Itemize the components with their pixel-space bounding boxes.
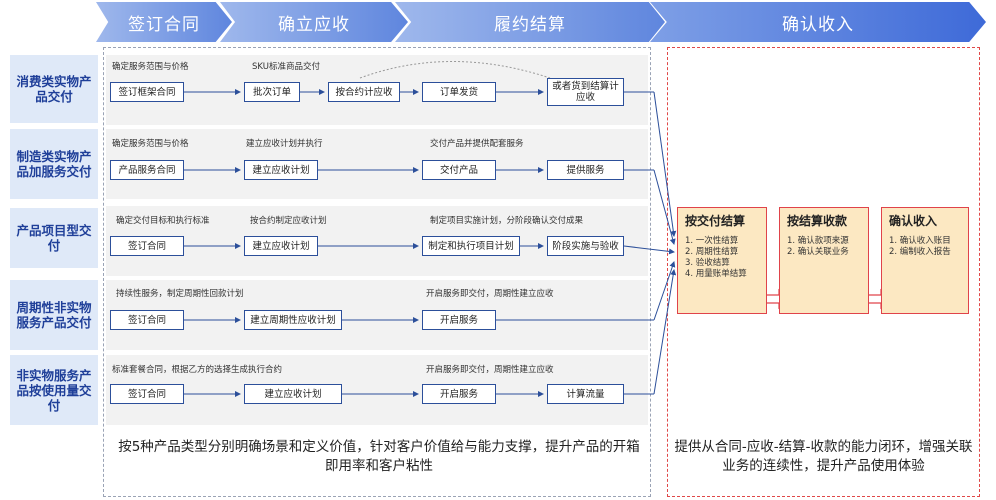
stage-revenue-item: 1. 确认收入账目 <box>889 236 951 246</box>
row1-note-1: 确定服务范围与价格 <box>112 62 189 72</box>
stage-collect-title: 按结算收款 <box>787 214 848 228</box>
row2-box-deliver-product: 交付产品 <box>422 160 496 180</box>
stage-collect-item: 1. 确认款项来源 <box>787 236 849 246</box>
row1-note-2: SKU标准商品交付 <box>252 62 320 72</box>
phase-chevron-receivable: 确立应收 <box>220 2 408 42</box>
left-caption: 按5种产品类型分别明确场景和定义价值，针对客户价值给与能力支撑，提升产品的开箱即… <box>118 439 640 474</box>
row5-note-2: 开启服务即交付，周期性建立应收 <box>426 365 554 375</box>
stage-settle-by-delivery: 按交付结算 1. 一次性结算 2. 周期性结算 3. 验收结算 4. 用量账单结… <box>677 207 767 314</box>
row5-note-1: 标准套餐合同，根据乙方的选择生成执行合约 <box>112 365 283 375</box>
stage-settle-title: 按交付结算 <box>685 214 746 228</box>
row4-note-2: 开启服务即交付，周期性建立应收 <box>426 289 554 299</box>
row-label-manufacturing-service: 制造类实物产品加服务交付 <box>10 129 98 199</box>
stage-settle-item: 2. 周期性结算 <box>685 247 739 257</box>
row-label-project: 产品项目型交付 <box>10 208 98 268</box>
right-caption: 提供从合同-应收-结算-收款的能力闭环，增强关联业务的连续性，提升产品使用体验 <box>674 439 973 474</box>
stage-revenue-item: 2. 编制收入报告 <box>889 247 951 257</box>
stage-recognize-revenue: 确认收入 1. 确认收入账目 2. 编制收入报告 <box>881 207 969 314</box>
row-band-4 <box>106 280 648 350</box>
row2-note-3: 交付产品并提供配套服务 <box>430 139 524 149</box>
row4-box-start-service: 开启服务 <box>422 310 496 330</box>
row1-box-delivery-settlement: 或者货到结算计应收 <box>547 78 624 106</box>
row5-box-receivable-plan: 建立应收计划 <box>244 384 342 404</box>
row1-box-contract-receivable: 按合约计应收 <box>328 82 400 102</box>
row3-box-phase-acceptance: 阶段实施与验收 <box>547 236 624 256</box>
row-label-usage-service: 非实物服务产品按使用量交付 <box>10 355 98 425</box>
row3-box-project-plan: 制定和执行项目计划 <box>422 236 520 256</box>
row5-box-contract: 签订合同 <box>110 384 184 404</box>
product-type-region <box>103 47 651 497</box>
stage-settle-item: 1. 一次性结算 <box>685 236 739 246</box>
row1-box-framework-contract: 签订框架合同 <box>110 82 184 102</box>
phase-chevron-revenue: 确认收入 <box>650 2 986 42</box>
row2-box-provide-service: 提供服务 <box>547 160 624 180</box>
stage-collect-by-settlement: 按结算收款 1. 确认款项来源 2. 确认关联业务 <box>779 207 869 314</box>
row1-box-batch-order: 批次订单 <box>244 82 300 102</box>
stage-settle-item: 3. 验收结算 <box>685 258 730 268</box>
phase-chevron-contract: 签订合同 <box>96 2 232 42</box>
row5-box-start-service: 开启服务 <box>422 384 496 404</box>
row-label-periodic-service: 周期性非实物服务产品交付 <box>10 280 98 350</box>
stage-collect-item: 2. 确认关联业务 <box>787 247 849 257</box>
row3-note-2: 按合约制定应收计划 <box>250 216 327 226</box>
row2-note-2: 建立应收计划并执行 <box>246 139 323 149</box>
revenue-region <box>667 47 980 497</box>
row1-box-order-shipping: 订单发货 <box>422 82 496 102</box>
row3-note-3: 制定项目实施计划，分阶段确认交付成果 <box>430 216 584 226</box>
row5-box-compute-usage: 计算流量 <box>547 384 624 404</box>
row3-box-receivable-plan: 建立应收计划 <box>244 236 318 256</box>
row4-box-contract: 签订合同 <box>110 310 184 330</box>
row-label-consumer-physical: 消费类实物产品交付 <box>10 55 98 123</box>
row3-box-contract: 签订合同 <box>110 236 184 256</box>
stage-settle-item: 4. 用量账单结算 <box>685 269 747 279</box>
row4-box-periodic-receivable-plan: 建立周期性应收计划 <box>244 310 342 330</box>
stage-revenue-title: 确认收入 <box>889 214 938 228</box>
row2-box-receivable-plan: 建立应收计划 <box>244 160 318 180</box>
row4-note-1: 持续性服务，制定周期性回款计划 <box>116 289 244 299</box>
phase-chevron-settlement: 履约结算 <box>395 2 665 42</box>
row2-box-product-service-contract: 产品服务合同 <box>110 160 184 180</box>
row3-note-1: 确定交付目标和执行标准 <box>116 216 210 226</box>
row2-note-1: 确定服务范围与价格 <box>112 139 189 149</box>
